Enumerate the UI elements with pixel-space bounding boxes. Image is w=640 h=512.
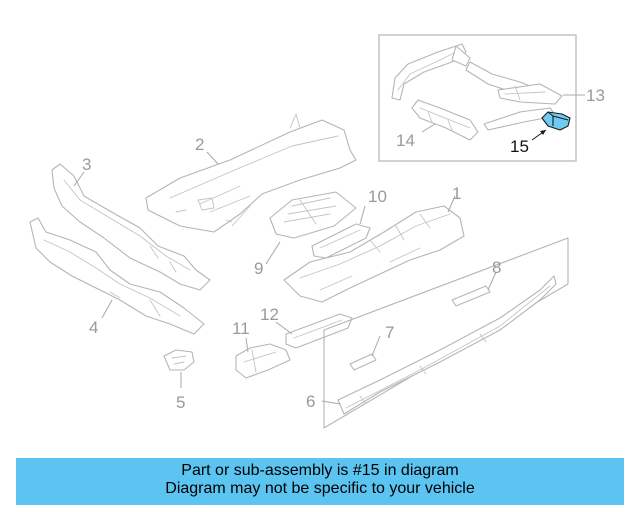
callout-15: 15 [510, 137, 529, 156]
sill-frame [323, 237, 569, 429]
part-10 [311, 223, 371, 259]
part-8 [451, 285, 491, 307]
callout-6: 6 [306, 392, 315, 411]
part-3 [51, 163, 211, 291]
callout-11: 11 [232, 319, 250, 338]
part-7 [349, 353, 377, 371]
part-14 [411, 99, 479, 141]
callout-8: 8 [492, 258, 501, 277]
part-1 [283, 205, 465, 303]
callout-1: 1 [452, 184, 461, 203]
part-15-highlighted [541, 111, 571, 131]
banner-line-1: Part or sub-assembly is #15 in diagram [181, 462, 459, 479]
part-9 [269, 191, 357, 239]
callout-4: 4 [89, 318, 98, 337]
part-13-assembly [391, 43, 563, 131]
part-2 [145, 113, 357, 233]
part-4 [29, 217, 205, 335]
parts-diagram: 13 14 15 2 3 4 5 [29, 34, 605, 429]
banner-line-2: Diagram may not be specific to your vehi… [165, 480, 475, 497]
part-12 [285, 313, 353, 349]
callout-10: 10 [368, 187, 387, 206]
callout-14: 14 [396, 131, 415, 150]
callout-2: 2 [195, 135, 204, 154]
part-11 [235, 343, 291, 379]
callout-9: 9 [254, 259, 263, 278]
inset-frame [378, 34, 577, 162]
part-5 [163, 349, 195, 371]
callout-7: 7 [385, 323, 394, 342]
callout-12: 12 [260, 305, 279, 324]
callout-3: 3 [82, 155, 91, 174]
callout-5: 5 [176, 393, 185, 412]
callout-13: 13 [586, 86, 605, 105]
part-6 [337, 275, 557, 415]
info-banner: Part or sub-assembly is #15 in diagram D… [16, 458, 624, 505]
